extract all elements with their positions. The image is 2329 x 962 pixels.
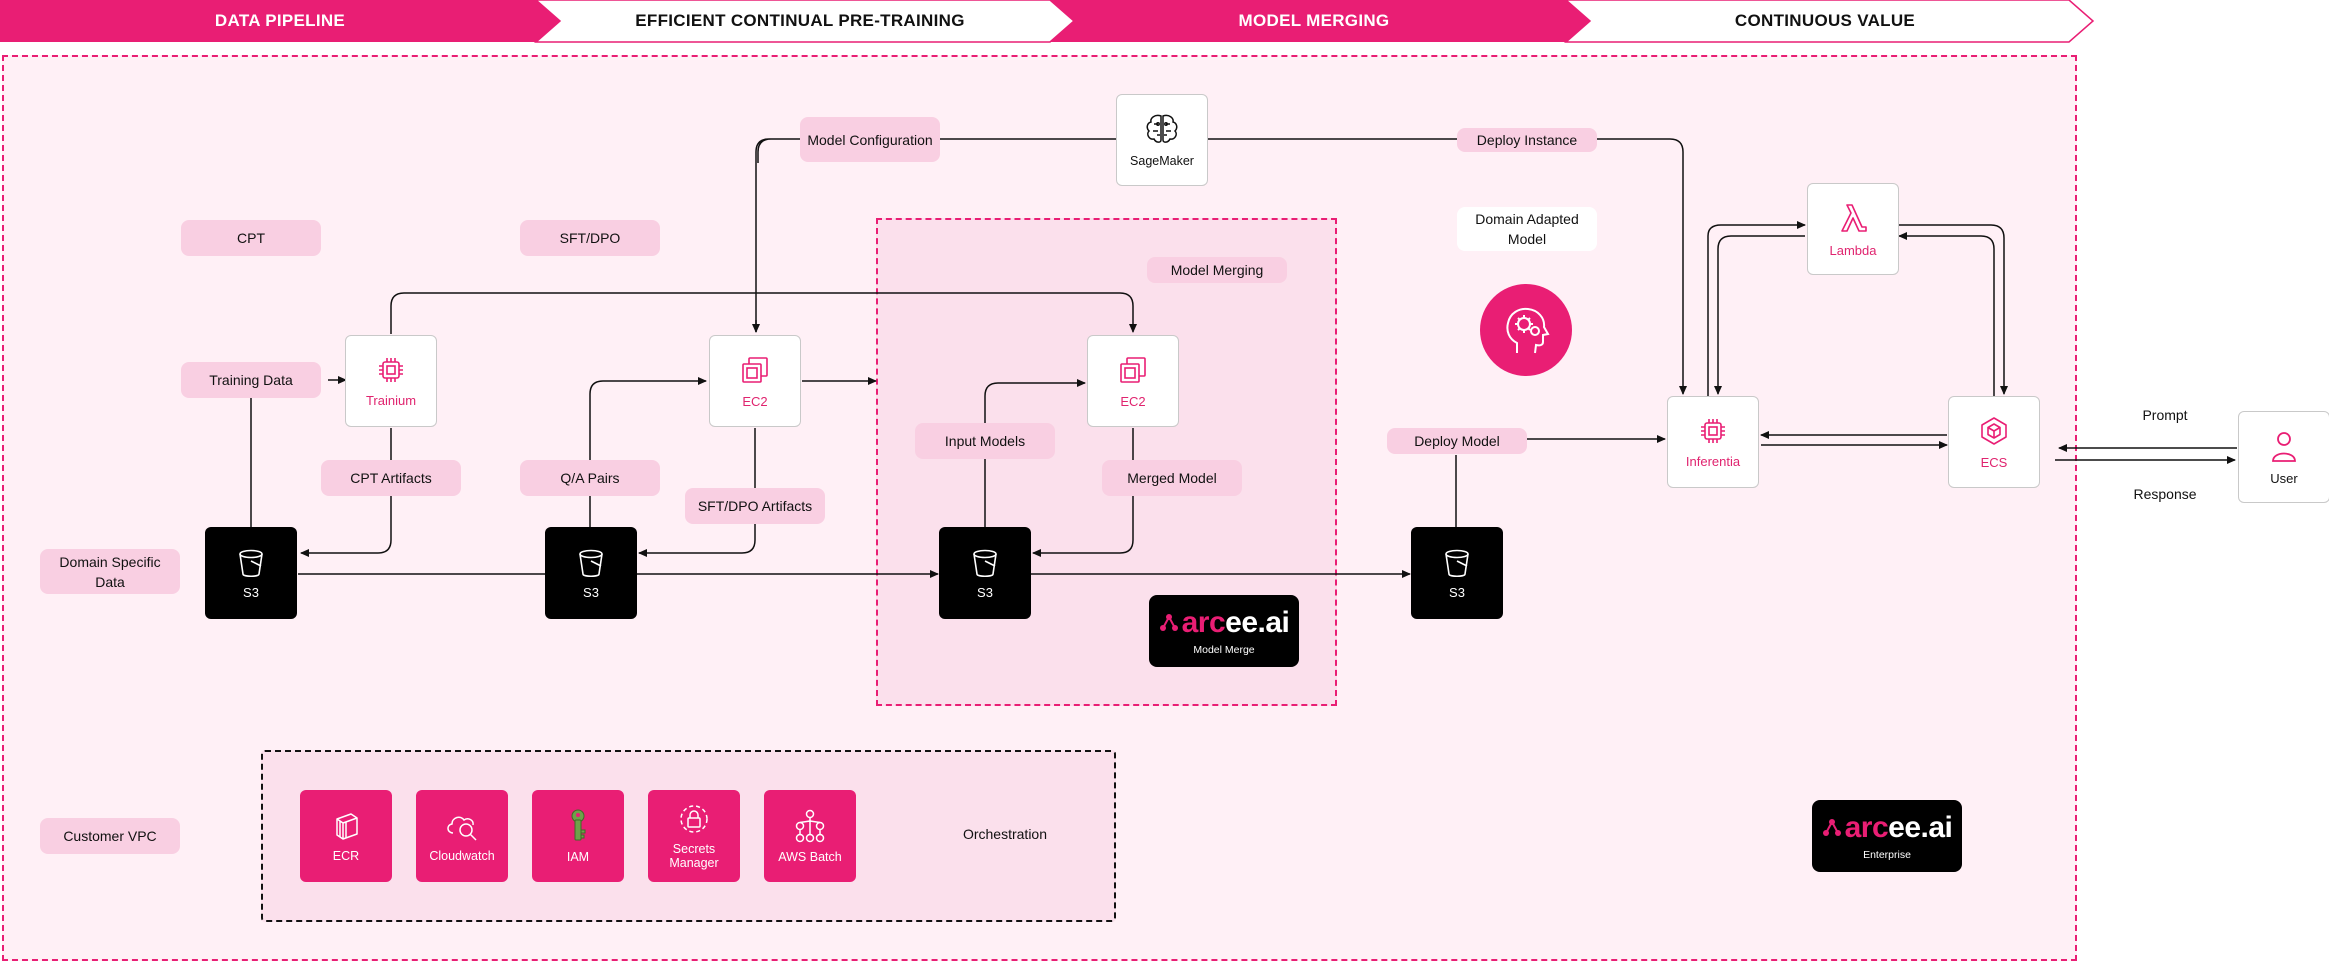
- chip-icon: [379, 357, 403, 382]
- cpt-artifacts-label: CPT Artifacts: [321, 460, 461, 496]
- brain-icon: [1146, 114, 1178, 143]
- s3-3-label: S3: [977, 584, 993, 600]
- lambda-label: Lambda: [1829, 242, 1877, 258]
- ecr-service[interactable]: ECR: [300, 790, 392, 882]
- bucket-icon: [1445, 549, 1469, 577]
- ec2-training-label: EC2: [742, 393, 768, 409]
- stage-model-merging: MODEL MERGING: [1238, 11, 1390, 30]
- ecs-label: ECS: [1980, 454, 2008, 470]
- sft-dpo-label: SFT/DPO: [520, 220, 660, 256]
- sagemaker-node[interactable]: SageMaker: [1116, 94, 1208, 186]
- model-merge-caption: Model Merge: [1193, 644, 1255, 656]
- bucket-icon: [973, 549, 997, 577]
- lock-icon: [680, 805, 708, 833]
- s3-4-label: S3: [1449, 584, 1465, 600]
- trainium-node[interactable]: Trainium: [345, 335, 437, 427]
- batch-icon: [795, 809, 825, 843]
- iam-label: IAM: [566, 850, 590, 864]
- response-label: Response: [2133, 486, 2197, 502]
- user-node[interactable]: User: [2238, 411, 2329, 503]
- domain-adapted-model-icon: [1480, 284, 1572, 376]
- ec2-icon: [1120, 356, 1146, 383]
- arcee-word-a: arc: [1844, 811, 1889, 844]
- cpt-label: CPT: [181, 220, 321, 256]
- arcee-word-b: ee.ai: [1888, 811, 1953, 844]
- merged-model-label: Merged Model: [1102, 460, 1242, 496]
- container-icon: [336, 813, 358, 840]
- ecr-label: ECR: [332, 849, 360, 863]
- cloudwatch-label: Cloudwatch: [429, 849, 495, 863]
- customer-vpc-label: Customer VPC: [40, 818, 180, 854]
- bucket-icon: [579, 549, 603, 577]
- ec2-training-node[interactable]: EC2: [709, 335, 801, 427]
- s3-2-label: S3: [583, 584, 599, 600]
- aws-batch-label: AWS Batch: [778, 850, 842, 864]
- enterprise-caption: Enterprise: [1863, 849, 1911, 861]
- inferentia-node[interactable]: Inferentia: [1667, 396, 1759, 488]
- sagemaker-label: SageMaker: [1130, 154, 1194, 168]
- orchestration-label: Orchestration: [962, 826, 1048, 842]
- bucket-icon: [239, 549, 263, 577]
- stage-continual-pretraining: EFFICIENT CONTINUAL PRE-TRAINING: [635, 11, 965, 30]
- domain-adapted-model-label: Domain Adapted Model: [1457, 207, 1597, 251]
- user-icon: [2272, 431, 2296, 462]
- chip-icon: [1701, 418, 1725, 443]
- cloudwatch-service[interactable]: Cloudwatch: [416, 790, 508, 882]
- cloud-search-icon: [447, 816, 477, 841]
- arcee-word-a: arc: [1181, 606, 1226, 639]
- training-data-label: Training Data: [181, 362, 321, 398]
- prompt-label: Prompt: [2142, 407, 2188, 423]
- iam-service[interactable]: IAM: [532, 790, 624, 882]
- ec2-icon: [742, 356, 768, 383]
- inferentia-label: Inferentia: [1685, 453, 1741, 469]
- ec2-merge-node[interactable]: EC2: [1087, 335, 1179, 427]
- trainium-label: Trainium: [365, 392, 417, 408]
- domain-specific-data-label: Domain Specific Data: [40, 549, 180, 594]
- deploy-model-label: Deploy Model: [1387, 428, 1527, 454]
- key-icon: [571, 809, 586, 841]
- ecs-icon: [1981, 416, 2007, 445]
- qa-pairs-label: Q/A Pairs: [520, 460, 660, 496]
- model-configuration-label: Model Configuration: [800, 117, 940, 162]
- input-models-label: Input Models: [915, 423, 1055, 459]
- stage-continuous-value: CONTINUOUS VALUE: [1734, 11, 1916, 30]
- arcee-mark-icon: [1822, 819, 1841, 836]
- ecs-node[interactable]: ECS: [1948, 396, 2040, 488]
- arcee-mark-icon: [1159, 614, 1178, 631]
- user-label: User: [2270, 470, 2298, 486]
- deploy-instance-label: Deploy Instance: [1457, 128, 1597, 152]
- lambda-node[interactable]: Lambda: [1807, 183, 1899, 275]
- s3-bucket-4[interactable]: S3: [1411, 527, 1503, 619]
- head-gears-icon: [1506, 307, 1550, 354]
- s3-1-label: S3: [243, 584, 259, 600]
- s3-bucket-2[interactable]: S3: [545, 527, 637, 619]
- secrets-manager-service[interactable]: Secrets Manager: [648, 790, 740, 882]
- ec2-merge-label: EC2: [1120, 393, 1146, 409]
- model-merging-label: Model Merging: [1147, 257, 1287, 283]
- stage-data-pipeline: DATA PIPELINE: [214, 11, 346, 30]
- aws-batch-service[interactable]: AWS Batch: [764, 790, 856, 882]
- s3-bucket-3[interactable]: S3: [939, 527, 1031, 619]
- s3-bucket-1[interactable]: S3: [205, 527, 297, 619]
- secrets-manager-label: Secrets Manager: [669, 842, 719, 870]
- arcee-word-b: ee.ai: [1225, 606, 1290, 639]
- lambda-icon: [1841, 203, 1867, 232]
- sft-dpo-artifacts-label: SFT/DPO Artifacts: [685, 488, 825, 524]
